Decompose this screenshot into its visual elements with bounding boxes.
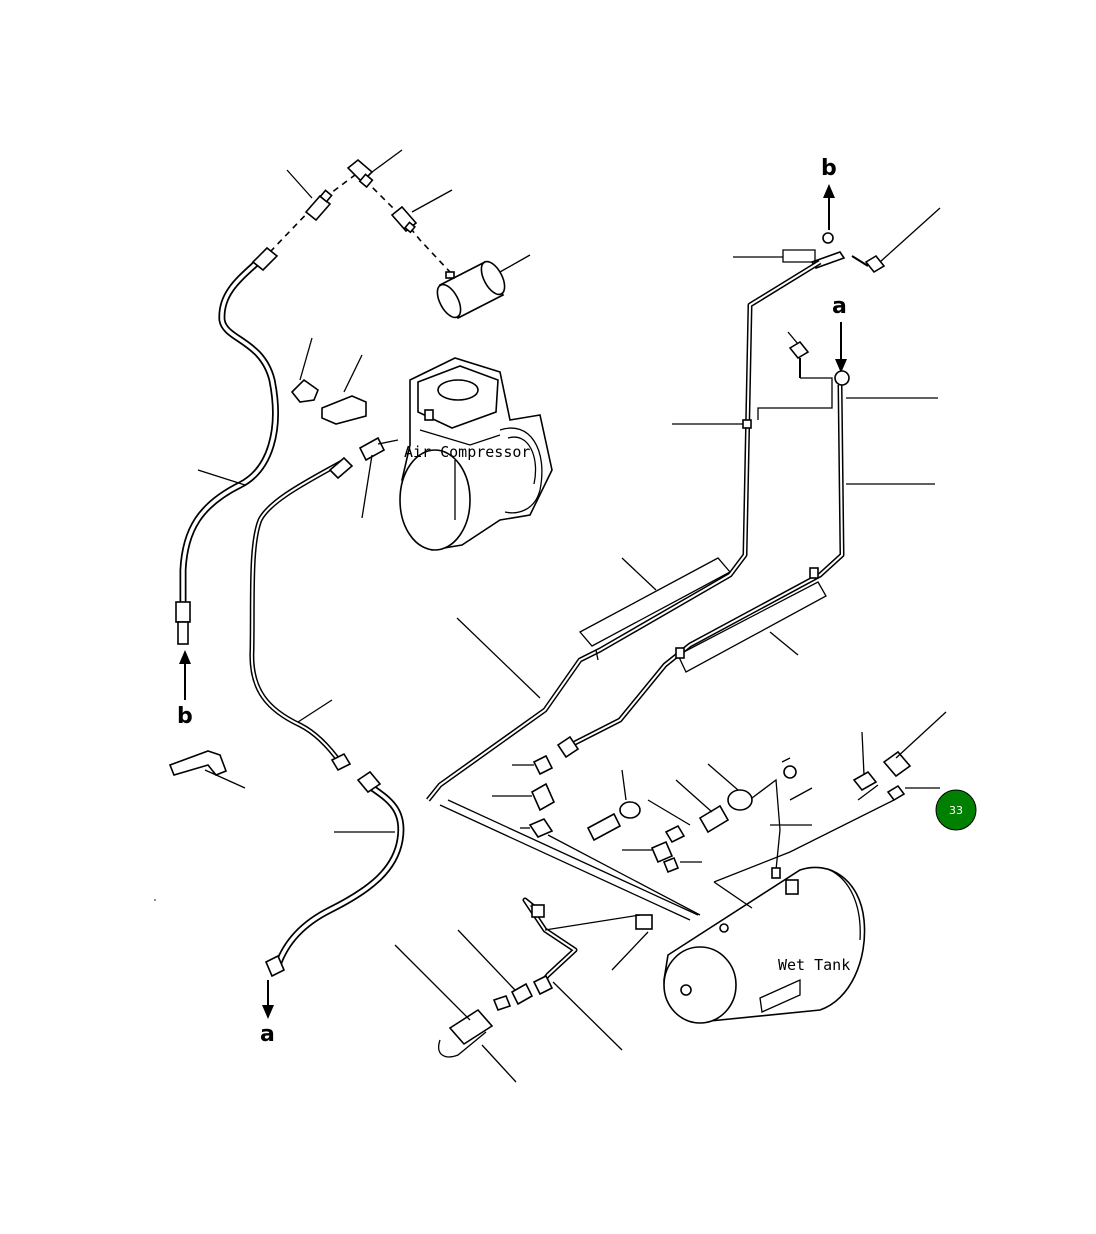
callout-number: 33 bbox=[949, 804, 963, 817]
adapter-fitting[interactable] bbox=[390, 205, 418, 234]
connector-fitting[interactable] bbox=[304, 189, 333, 222]
cylinder-filter[interactable] bbox=[433, 258, 510, 321]
bolt-mid-right[interactable] bbox=[787, 331, 810, 378]
ref-label-a-bottom: a bbox=[260, 1022, 275, 1047]
upper-bracket[interactable] bbox=[733, 232, 846, 269]
drain-cap[interactable] bbox=[852, 711, 947, 802]
sleeve-lower[interactable] bbox=[675, 567, 827, 673]
tube-to-wet-tank[interactable] bbox=[439, 799, 701, 971]
compressor-fitting[interactable] bbox=[358, 436, 399, 519]
fitting-assembly-top bbox=[269, 149, 531, 321]
wet-tank[interactable]: Wet Tank bbox=[663, 799, 895, 1024]
drain-valve-assembly[interactable] bbox=[586, 763, 753, 842]
hose-lower-left[interactable] bbox=[264, 770, 405, 978]
reference-arrow-b-left: b bbox=[177, 650, 193, 729]
ref-label-b-left: b bbox=[177, 704, 193, 729]
tube-right-a[interactable] bbox=[556, 370, 938, 759]
bolt-upper-right[interactable] bbox=[851, 207, 941, 274]
lower-drain-valve[interactable] bbox=[394, 944, 517, 1083]
reference-arrow-b-top: b bbox=[821, 156, 837, 230]
ref-label-b-top: b bbox=[821, 156, 837, 181]
hose-left-long[interactable] bbox=[175, 246, 279, 645]
clamp-small[interactable] bbox=[290, 337, 319, 403]
elbow-fitting[interactable] bbox=[346, 158, 374, 189]
heater-cable[interactable] bbox=[751, 757, 813, 879]
small-fittings-mid[interactable] bbox=[622, 824, 702, 874]
reference-arrow-a-bottom: a bbox=[260, 980, 275, 1047]
bracket-bottom-left[interactable] bbox=[168, 750, 246, 789]
reference-arrow-a-top: a bbox=[832, 294, 847, 373]
elbow-fitting-mid-1[interactable] bbox=[512, 754, 554, 776]
lower-tube-assembly[interactable] bbox=[522, 897, 641, 1051]
bracket-angle[interactable] bbox=[321, 354, 367, 425]
wet-tank-label: Wet Tank bbox=[778, 956, 850, 974]
air-compressor[interactable]: Air Compressor bbox=[399, 357, 553, 551]
elbow-fitting-mid-3[interactable] bbox=[520, 818, 554, 838]
tube-compressor-to-a[interactable] bbox=[249, 456, 354, 772]
lower-fittings[interactable] bbox=[457, 929, 534, 1011]
tube-right-b[interactable] bbox=[426, 259, 822, 802]
valve-fitting-mid-2[interactable] bbox=[492, 782, 556, 812]
ref-label-a-top: a bbox=[832, 294, 847, 319]
air-compressor-label: Air Compressor bbox=[404, 443, 530, 461]
sleeve-upper[interactable] bbox=[578, 557, 732, 661]
callout-badge[interactable]: 33 bbox=[935, 789, 977, 831]
